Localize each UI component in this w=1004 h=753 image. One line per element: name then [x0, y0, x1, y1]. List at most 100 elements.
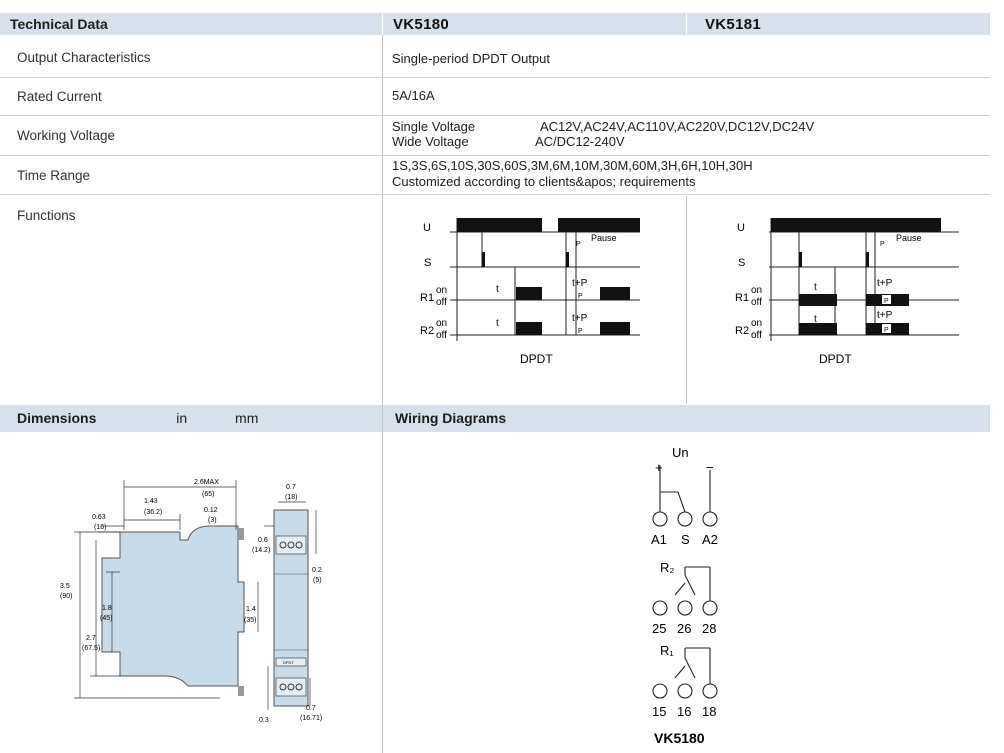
dim-label: 0.7 — [286, 484, 296, 491]
signal-s-label: S — [424, 257, 431, 269]
row-value-current: 5A/16A — [392, 88, 435, 103]
model-header-b: VK5181 — [686, 13, 990, 35]
dim-label: 1.4 — [246, 606, 256, 613]
row-divider — [0, 77, 990, 78]
dim-label: 0.2 — [312, 567, 322, 574]
relay-r2-label: R₂ — [660, 560, 674, 575]
dimensions-in: in — [176, 410, 188, 426]
dim-label: 0.63 — [92, 514, 106, 521]
terminal-26: 26 — [677, 621, 691, 636]
plate-label: DPDT — [283, 660, 294, 665]
functions-divider — [686, 196, 687, 404]
tp-label: t+P — [877, 310, 893, 321]
technical-data-header: Technical Data — [0, 13, 382, 35]
wide-voltage-label: Wide Voltage — [392, 134, 469, 149]
minus-label: − — [706, 460, 714, 475]
dim-label: 0.12 — [204, 507, 218, 514]
dim-label: 2.7 — [86, 635, 96, 642]
dim-label: 0.7 — [306, 705, 316, 712]
dim-label: 1.43 — [144, 498, 158, 505]
terminal-s: S — [681, 532, 690, 547]
dim-label: 0.6 — [258, 537, 268, 544]
t-label: t — [496, 284, 499, 295]
model-vk5181: VK5181 — [705, 16, 762, 33]
terminal-a2: A2 — [702, 532, 718, 547]
r2-off-label: off — [436, 330, 447, 341]
row-value-output: Single-period DPDT Output — [392, 51, 551, 66]
tp-label: t+P — [572, 278, 588, 289]
time-range-values: 1S,3S,6S,10S,30S,60S,3M,6M,10M,30M,60M,3… — [392, 158, 753, 173]
dim-label: (45) — [100, 615, 112, 622]
r2-off-label: off — [751, 330, 762, 341]
dim-label: 0.3 — [259, 717, 269, 724]
dimensions-title: Dimensions — [17, 410, 97, 426]
terminal-18: 18 — [702, 704, 716, 719]
r1-on-label: on — [436, 285, 447, 296]
plus-label: + — [655, 460, 663, 475]
dpdt-caption: DPDT — [819, 352, 852, 366]
p-label: P — [576, 241, 581, 248]
p-label: P — [578, 293, 583, 300]
dim-label: (36.2) — [144, 509, 162, 516]
r2-on-label: on — [751, 318, 762, 329]
row-label-voltage: Working Voltage — [17, 128, 116, 143]
wiring-diagram: Un + − A1 S A2 R₂ 25 26 28 R₁ 15 16 18 V… — [651, 445, 718, 746]
un-label: Un — [672, 445, 689, 460]
dim-label: (18) — [285, 494, 297, 501]
r1-on-label: on — [751, 285, 762, 296]
wide-voltage-value: AC/DC12-240V — [535, 134, 625, 149]
p-label: P — [578, 328, 583, 335]
dimension-drawing: 2.6MAX (65) 1.43 (36.2) 0.63 (16) 0.12 (… — [60, 479, 322, 724]
timing-diagram-vk5180: U S Pause P on R1 off on R2 off t t t+P … — [420, 218, 640, 366]
row-divider — [0, 115, 990, 116]
r2-on-label: on — [436, 318, 447, 329]
pause-label: Pause — [896, 233, 922, 243]
p-label: P — [884, 327, 889, 334]
r1-label: R1 — [420, 292, 434, 304]
r1-label: R1 — [735, 292, 749, 304]
r2-label: R2 — [735, 325, 749, 337]
terminal-25: 25 — [652, 621, 666, 636]
dimensions-header: Dimensions in mm — [0, 405, 382, 432]
single-voltage-value: AC12V,AC24V,AC110V,AC220V,DC12V,DC24V — [540, 119, 815, 134]
row-divider — [0, 155, 990, 156]
r2-label: R2 — [420, 325, 434, 337]
pause-label: Pause — [591, 233, 617, 243]
row-label-current: Rated Current — [17, 89, 102, 104]
device-side-profile — [101, 525, 245, 687]
relay-r1-label: R₁ — [660, 643, 674, 658]
dim-label: (90) — [60, 593, 72, 600]
signal-u-label: U — [737, 222, 745, 234]
dim-label: (67.5) — [82, 645, 100, 652]
row-divider — [0, 194, 990, 195]
terminal-15: 15 — [652, 704, 666, 719]
time-range-note: Customized according to clients&apos; re… — [392, 174, 696, 189]
timing-diagram-vk5181: U S Pause P on R1 off on R2 off t t t+P … — [735, 218, 959, 366]
terminal-a1: A1 — [651, 532, 667, 547]
column-divider — [382, 35, 383, 753]
dim-label: (16) — [94, 524, 106, 531]
terminal-28: 28 — [702, 621, 716, 636]
row-label-time: Time Range — [17, 168, 91, 183]
dim-label: (14.2) — [252, 547, 270, 554]
tp-label: t+P — [877, 278, 893, 289]
wiring-header: Wiring Diagrams — [383, 405, 990, 432]
p-label: P — [880, 241, 885, 248]
t-label: t — [496, 318, 499, 329]
dim-label: (5) — [313, 577, 322, 584]
tp-label: t+P — [572, 313, 588, 324]
dim-label: (16.71) — [300, 715, 322, 722]
p-label: P — [884, 298, 889, 305]
model-header-a: VK5180 — [382, 13, 686, 35]
dim-label: 3.5 — [60, 583, 70, 590]
t-label: t — [814, 314, 817, 325]
t-label: t — [814, 282, 817, 293]
dim-label: 1.8 — [102, 605, 112, 612]
dim-label: (3) — [208, 517, 217, 524]
model-vk5180: VK5180 — [393, 16, 450, 33]
single-voltage-label: Single Voltage — [392, 119, 476, 134]
dim-label: (35) — [244, 617, 256, 624]
r1-off-label: off — [751, 297, 762, 308]
dim-label: 2.6MAX — [194, 479, 219, 486]
r1-off-label: off — [436, 297, 447, 308]
